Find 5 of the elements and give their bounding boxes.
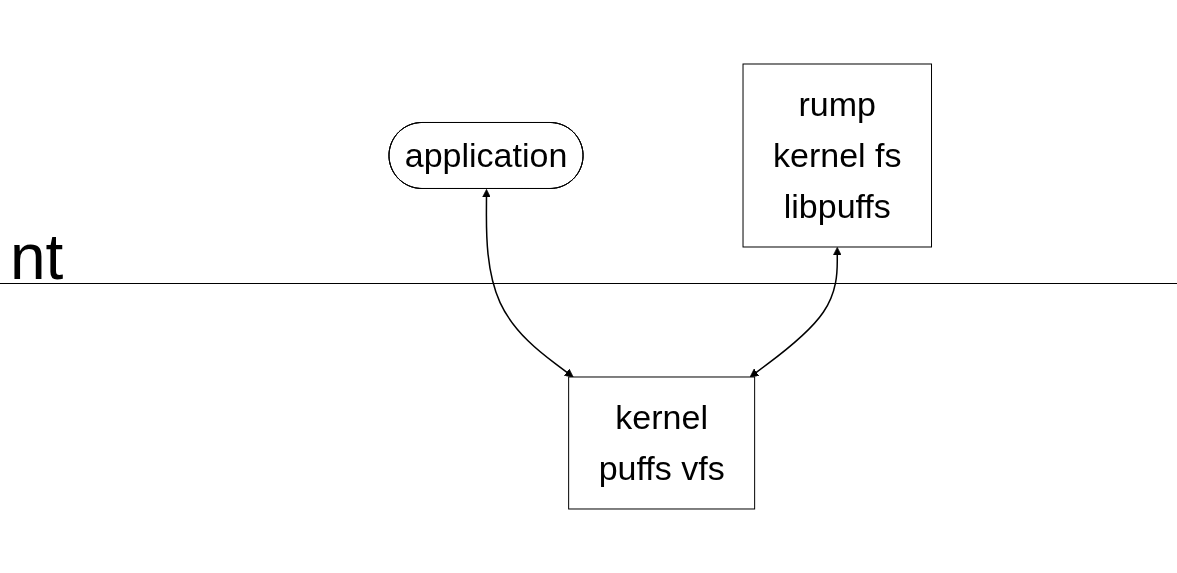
node-box: kernel puffs vfs: [567, 376, 755, 510]
section-label: nt: [10, 220, 64, 294]
node-box: rump kernel fs libpuffs: [742, 63, 932, 248]
arrow: [749, 247, 842, 378]
arrow: [481, 189, 574, 378]
